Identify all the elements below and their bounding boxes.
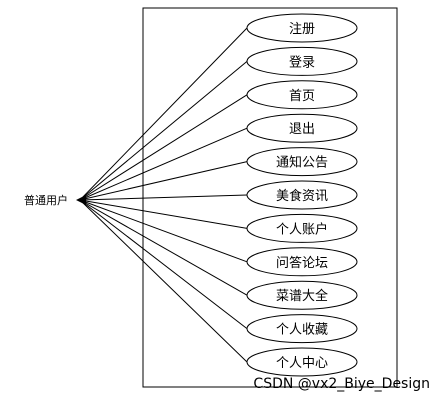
association-line (79, 194, 248, 201)
use-case-label: 个人中心 (276, 356, 328, 371)
use-case-label: 首页 (289, 89, 315, 104)
use-case-label: 个人收藏 (276, 323, 328, 338)
association-line (79, 61, 248, 201)
use-case-ellipse (246, 247, 358, 277)
use-case-ellipse (246, 180, 358, 210)
use-case-ellipse (246, 46, 358, 76)
use-case-item: 个人账户 (246, 213, 358, 243)
use-case-label: 菜谱大全 (276, 288, 328, 304)
use-case-item: 通知公告 (246, 147, 358, 177)
use-case-ellipse (246, 13, 358, 43)
use-case-label: 退出 (289, 122, 315, 137)
use-case-item: 个人收藏 (246, 314, 358, 344)
use-case-label: 注册 (289, 22, 315, 37)
use-case-ellipse (246, 314, 358, 344)
use-case-item: 美食资讯 (246, 180, 358, 210)
use-case-item: 注册 (246, 13, 358, 43)
association-line (79, 199, 248, 363)
use-case-ellipse (246, 213, 358, 243)
association-line (79, 94, 248, 201)
use-case-label: 通知公告 (276, 155, 328, 171)
use-case-item: 菜谱大全 (246, 280, 358, 310)
use-case-label: 问答论坛 (276, 255, 328, 271)
association-line (79, 127, 248, 201)
use-case-ellipse (246, 113, 358, 143)
use-case-label: 个人账户 (276, 221, 328, 237)
use-case-item: 个人中心 (246, 347, 358, 377)
association-lines (79, 27, 248, 363)
use-case-item: 登录 (246, 46, 358, 76)
actor-label: 普通用户 (24, 193, 68, 207)
association-line (79, 199, 248, 329)
use-case-item: 问答论坛 (246, 247, 358, 277)
association-line (79, 27, 248, 201)
use-case-ellipse (246, 147, 358, 177)
use-case-ellipse (246, 347, 358, 377)
use-case-ellipse (246, 80, 358, 110)
actor-arrow-icon (76, 195, 86, 205)
use-case-label: 美食资讯 (276, 188, 328, 204)
use-case-item: 首页 (246, 80, 358, 110)
watermark-text: CSDN @vx2_Biye_Design (253, 376, 430, 392)
association-line (79, 161, 248, 201)
use-case-ellipse (246, 280, 358, 310)
use-case-label: 登录 (289, 55, 315, 70)
association-line (79, 199, 248, 229)
system-boundary (142, 7, 398, 388)
use-case-item: 退出 (246, 113, 358, 143)
association-line (79, 199, 248, 263)
association-line (79, 199, 248, 296)
